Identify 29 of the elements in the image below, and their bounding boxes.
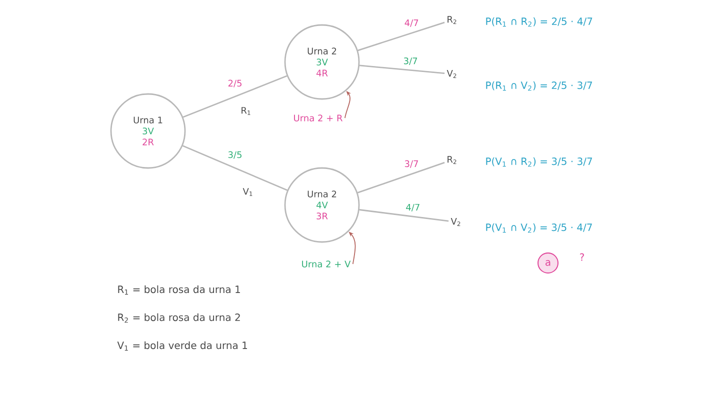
- outcome-text: V$_{2}$: [450, 218, 460, 226]
- branch-line: [359, 209, 449, 222]
- edge-label: 4/7: [403, 18, 420, 28]
- edge-label: 3/5: [226, 150, 244, 160]
- event-label: R$_{1}$: [242, 107, 250, 115]
- branch-line: [357, 162, 445, 194]
- circled-letter: a: [538, 252, 558, 274]
- question-mark: ?: [580, 253, 584, 261]
- formula-text: P(V$_{1}$ ∩ V$_{2}$) = 3/5 · 4/7: [486, 223, 592, 233]
- formula-text: P(V$_{1}$ ∩ R$_{2}$) = 3/5 · 3/7: [486, 157, 592, 167]
- note-text: Urna 2 + R: [294, 114, 342, 122]
- edge-label: 4/7: [404, 202, 422, 212]
- outcome-text: V$_{2}$: [446, 70, 456, 78]
- edge-label: 2/5: [226, 78, 244, 88]
- edge-label: 3/7: [402, 56, 419, 66]
- definition-text: V$_{1}$ = bola verde da urna 1: [117, 341, 247, 351]
- note-text: Urna 2 + V: [302, 260, 351, 268]
- branch-line: [359, 64, 445, 74]
- branch-line: [182, 75, 288, 118]
- edge-label: 3/7: [403, 159, 420, 169]
- definition-text: R$_{2}$ = bola rosa da urna 2: [118, 313, 240, 323]
- branch-line: [182, 145, 288, 191]
- event-label: V$_{1}$: [242, 188, 252, 196]
- outcome-text: R$_{2}$: [448, 156, 456, 164]
- definition-text: R$_{1}$ = bola rosa da urna 1: [118, 285, 240, 295]
- outcome-text: R$_{2}$: [448, 16, 456, 24]
- formula-text: P(R$_{1}$ ∩ R$_{2}$) = 2/5 · 4/7: [486, 17, 592, 27]
- branch-line: [358, 22, 445, 52]
- formula-text: P(R$_{1}$ ∩ V$_{2}$) = 2/5 · 3/7: [486, 81, 592, 91]
